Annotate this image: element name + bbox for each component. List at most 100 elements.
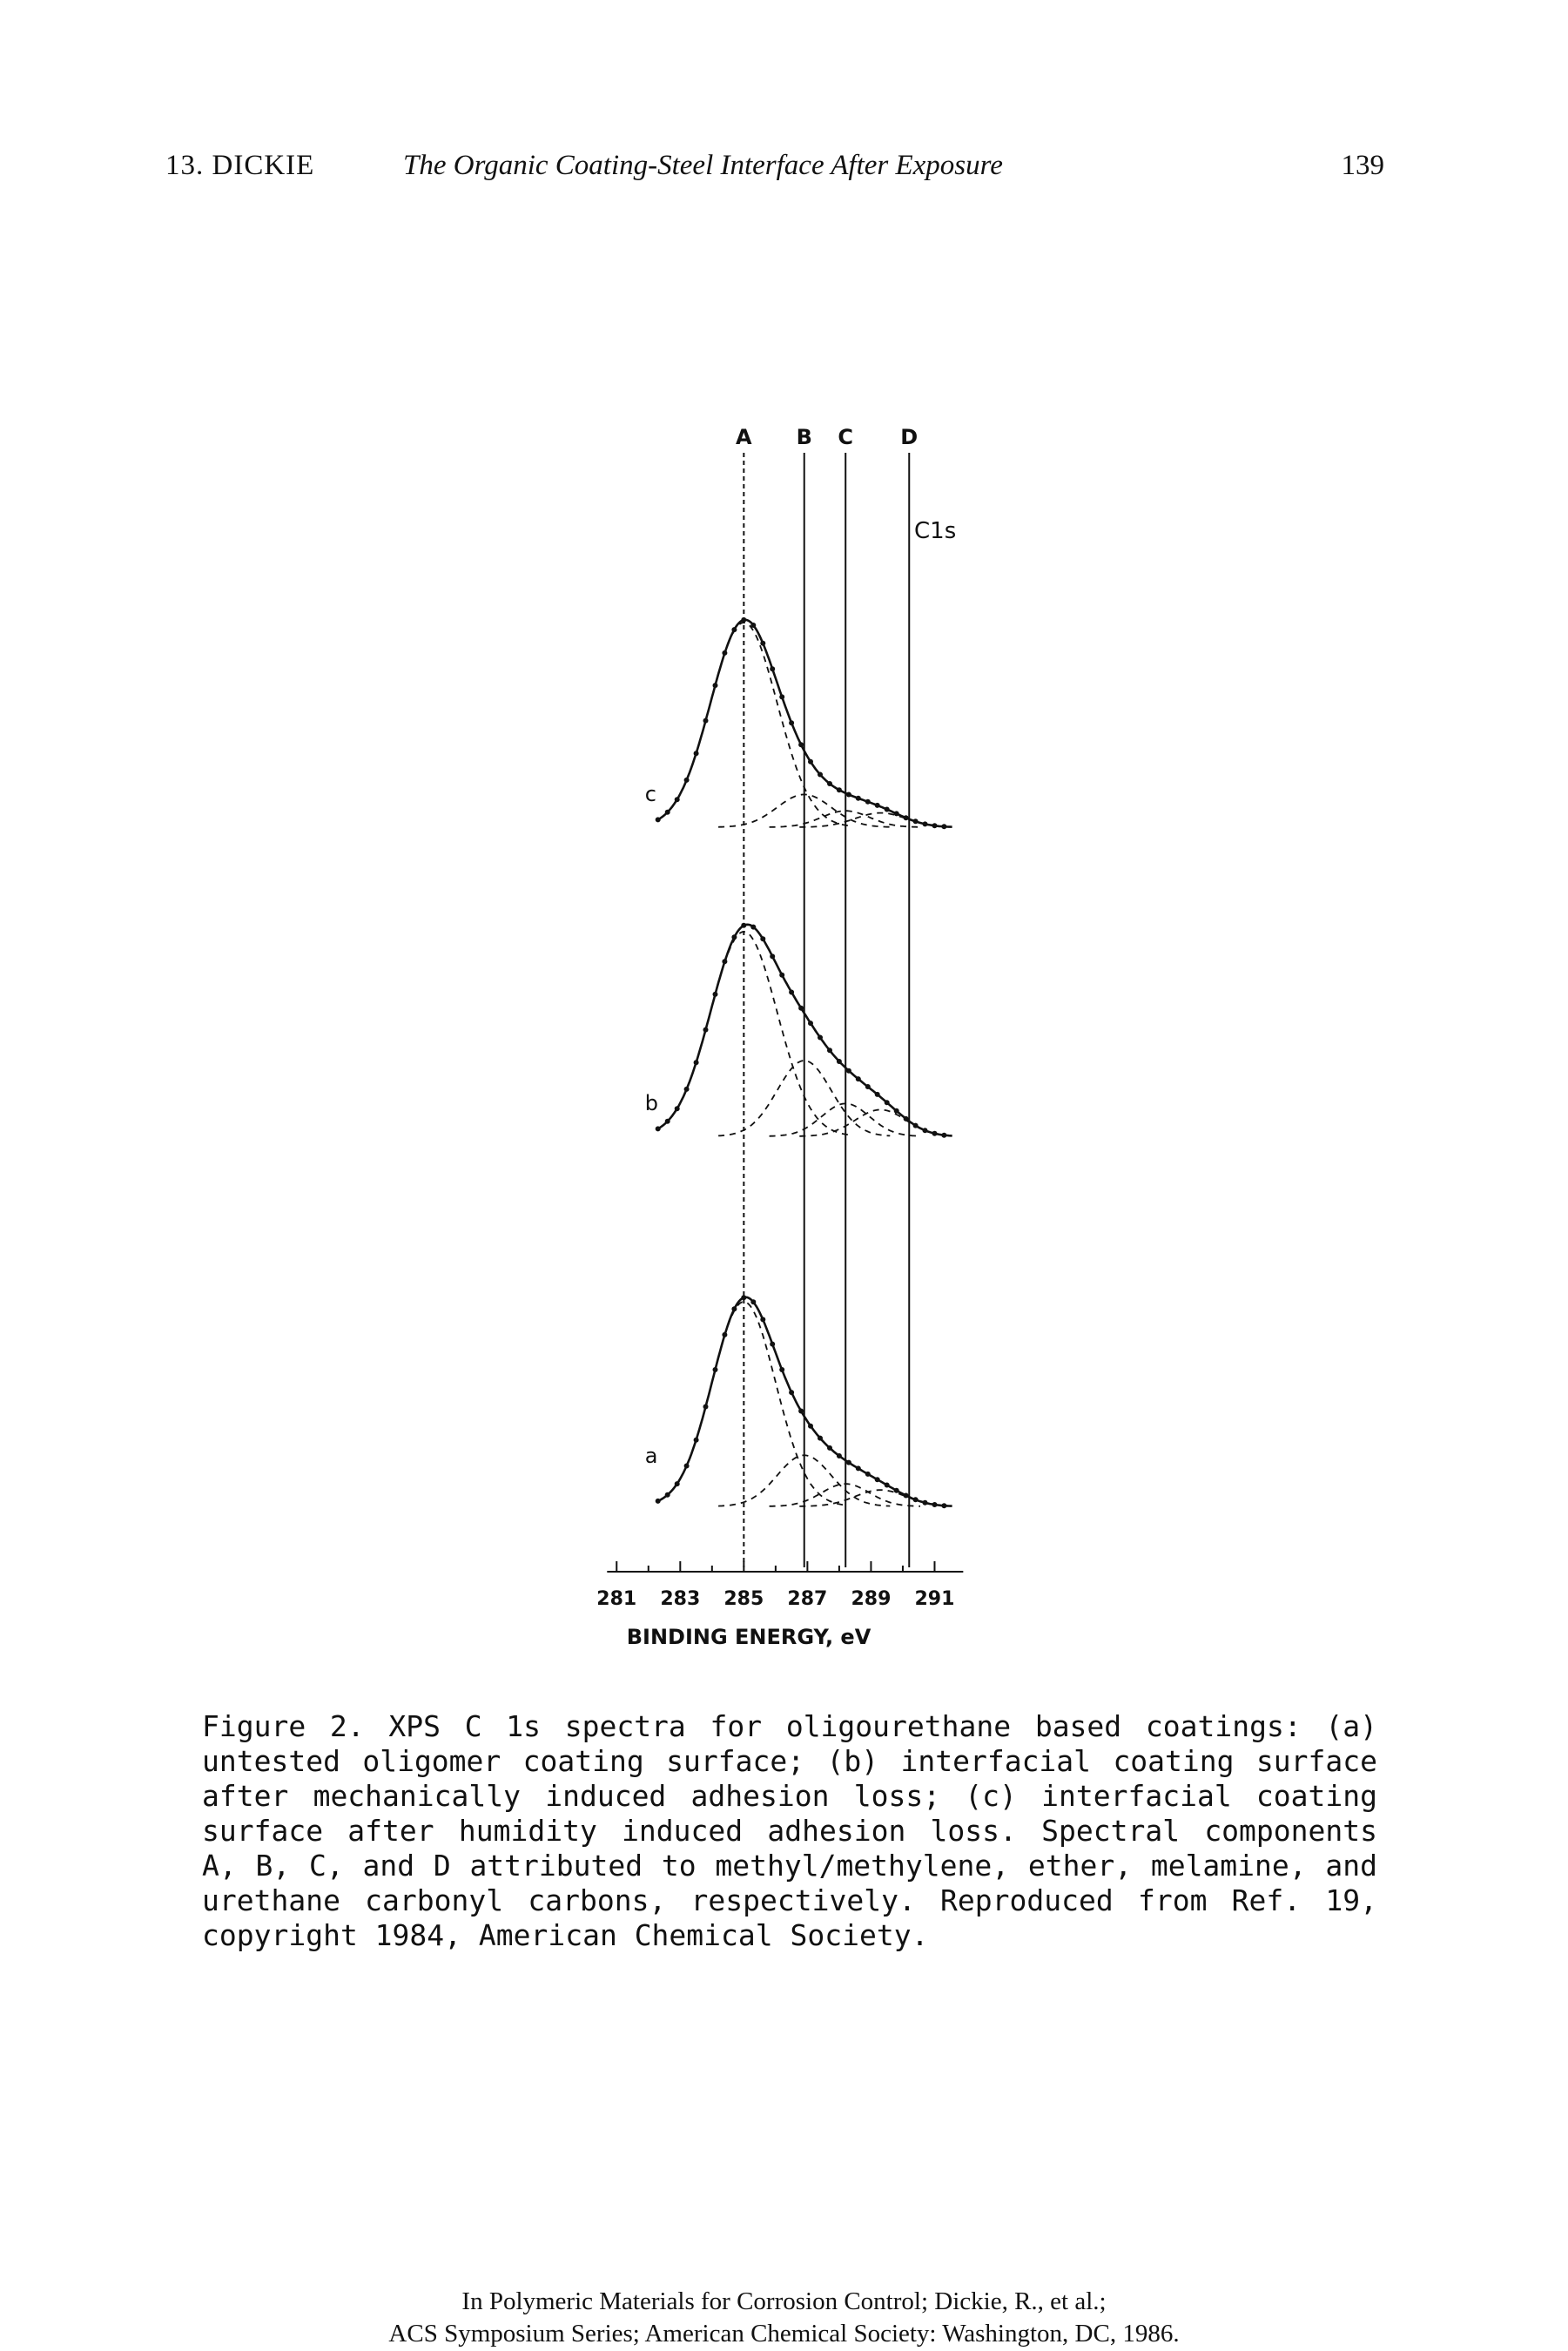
data-point [693,1437,699,1443]
x-tick-label: 283 [660,1588,700,1610]
spectrum-a: a [645,1295,952,1509]
chapter-author: 13. DICKIE [165,150,315,181]
component-marker-lines [743,453,911,1567]
data-point [874,1091,880,1097]
x-axis: 281 283 285 287 289 291 [596,1561,964,1610]
data-point [941,824,947,830]
data-point [664,1492,670,1498]
marker-label-d: D [900,427,918,449]
data-point [798,1408,804,1414]
data-point [798,1005,804,1011]
footer-line-2: ACS Symposium Series; American Chemical … [388,2320,1180,2348]
x-tick-label: 287 [787,1588,827,1610]
envelope-curve [657,618,952,828]
component-curve-a [657,1301,845,1506]
data-point [770,953,776,960]
data-point [712,991,718,997]
marker-label-b: B [797,427,812,449]
data-point [750,1299,757,1305]
spectrum-label-a: a [645,1444,658,1468]
data-point [884,1100,890,1106]
data-point [808,1021,813,1027]
data-point [932,823,938,829]
data-point [760,936,766,942]
figure-caption: Figure 2. XPS C 1s spectra for oligouret… [202,1709,1377,1952]
component-curve-b [718,1454,891,1507]
x-tick-label: 285 [723,1588,764,1610]
x-tick-label: 289 [851,1588,891,1610]
data-point [865,798,871,805]
envelope-curve [657,1296,952,1507]
data-point [703,1404,709,1410]
data-point [750,623,757,628]
data-point [874,802,880,808]
data-point [845,792,851,798]
data-point [808,1423,813,1429]
spectrum-b: b [645,922,952,1138]
spectra-group: c b a [645,616,952,1509]
data-point [836,1453,842,1458]
data-point [731,934,737,940]
data-point [655,1126,661,1132]
data-point [855,1076,861,1082]
data-point [827,1048,832,1054]
data-point [712,1367,718,1372]
data-point [865,1084,871,1089]
x-tick-label: 281 [596,1588,636,1610]
data-point [703,1027,709,1033]
spectrum-c: c [645,616,952,830]
data-point [741,922,747,928]
data-point [722,1331,728,1337]
data-point [845,1068,851,1074]
component-curve-b [718,793,891,828]
data-point [845,1459,851,1465]
data-point [789,989,795,995]
data-point [731,1306,737,1312]
data-point [818,1435,823,1441]
data-point [884,806,890,812]
page-number: 139 [1341,150,1385,181]
running-header: 13. DICKIE The Organic Coating-Steel Int… [165,150,1384,193]
component-curve-a [657,931,851,1136]
data-point [932,1502,938,1507]
data-point [941,1503,947,1509]
data-point [693,751,699,757]
data-point [674,1106,680,1112]
data-point [770,666,776,672]
spectrum-label-c: c [645,782,656,806]
data-point [912,1122,919,1128]
data-point [808,758,813,765]
marker-label-a: A [736,427,752,449]
data-point [655,817,661,823]
x-tick-label: 291 [915,1588,955,1610]
data-point [789,1390,795,1396]
data-point [836,1059,842,1064]
data-point [722,650,728,656]
data-point [903,1115,909,1122]
data-point [855,795,861,801]
data-point [664,809,670,815]
data-point [779,972,785,978]
footer-line-1: In Polymeric Materials for Corrosion Con… [461,2287,1107,2315]
data-point [760,1317,766,1323]
data-point [932,1130,938,1136]
data-point [893,1487,899,1493]
envelope-curve [657,923,952,1137]
data-point [818,771,823,778]
data-point [779,694,785,700]
data-point [731,627,737,633]
data-point [798,742,804,748]
data-point [750,924,757,930]
data-point [922,821,928,827]
chapter-title: The Organic Coating-Steel Interface Afte… [403,150,1003,181]
data-point [912,818,919,825]
data-point [903,815,909,821]
data-point [836,787,842,793]
data-point [893,811,899,817]
data-point [712,683,718,689]
data-point [884,1482,890,1488]
component-curve-a [657,622,851,827]
data-point [912,1497,919,1503]
